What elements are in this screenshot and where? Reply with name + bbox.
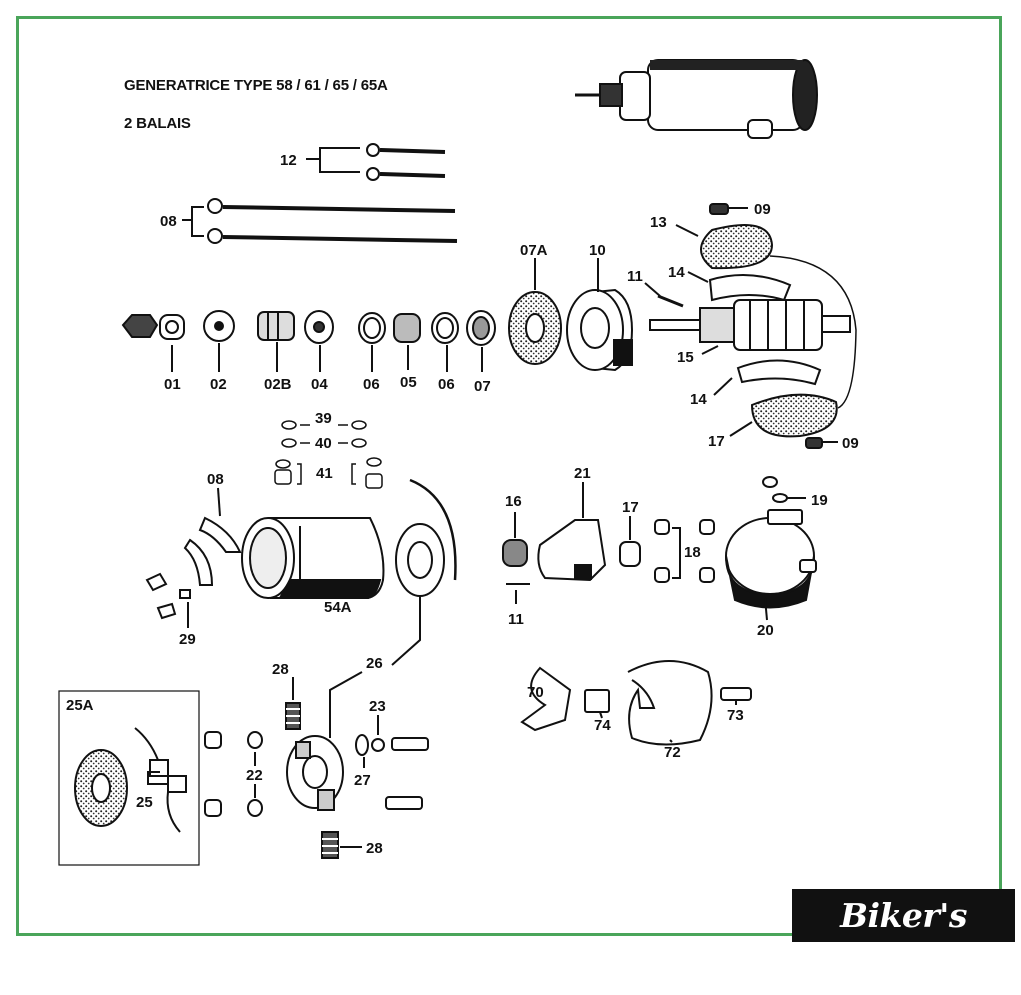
yoke-54A	[241, 517, 385, 599]
callout-25A: 25A	[66, 697, 94, 714]
diagram-frame	[16, 16, 1002, 936]
armature-assembly	[649, 203, 857, 449]
callout-16: 16	[505, 493, 522, 510]
diagram-subtitle: 2 BALAIS	[124, 115, 191, 132]
bracket-set-70-74-72-73	[520, 660, 752, 746]
callout-15: 15	[677, 349, 694, 366]
callout-06-second: 06	[438, 376, 455, 393]
leader-lines	[171, 207, 838, 848]
callout-08-bracket: 08	[207, 471, 224, 488]
callout-54A: 54A	[324, 599, 352, 616]
tie-rods-08	[182, 198, 458, 244]
spring-28-lower	[321, 831, 339, 859]
spring-28-upper	[285, 702, 301, 730]
callout-08: 08	[160, 213, 177, 230]
callout-70: 70	[527, 684, 544, 701]
callout-10: 10	[589, 242, 606, 259]
callout-22: 22	[246, 767, 263, 784]
callout-26: 26	[366, 655, 383, 672]
fiber-washer-07A	[508, 291, 562, 365]
diagram-title: GENERATRICE TYPE 58 / 61 / 65 / 65A	[124, 77, 388, 94]
callout-09: 09	[754, 201, 771, 218]
screws-23-27	[355, 715, 429, 810]
brush-plate-26-upper	[391, 478, 457, 666]
callout-28-lower: 28	[366, 840, 383, 857]
callout-74: 74	[594, 717, 611, 734]
callout-41: 41	[316, 465, 333, 482]
callout-01: 01	[164, 376, 181, 393]
generator-assembly	[575, 59, 818, 139]
callout-09-lower: 09	[842, 435, 859, 452]
callout-14-lower: 14	[690, 391, 707, 408]
callout-12: 12	[280, 152, 297, 169]
end-housing-10	[566, 288, 634, 372]
callout-21: 21	[574, 465, 591, 482]
callout-73: 73	[727, 707, 744, 724]
kit-25A-parts	[74, 727, 187, 833]
bracket-08-29	[145, 516, 242, 620]
callout-17: 17	[708, 433, 725, 450]
callout-07: 07	[474, 378, 491, 395]
callout-14: 14	[668, 264, 685, 281]
callout-39: 39	[315, 410, 332, 427]
brush-plate-26-lower	[286, 671, 363, 811]
callout-20: 20	[757, 622, 774, 639]
bolts-12	[306, 143, 446, 181]
commutator-end-parts	[502, 519, 715, 585]
exploded-parts-diagram: 12 08 09 13 07A 10 11 14 15 14 17 09 01 …	[58, 59, 859, 866]
callout-07A: 07A	[520, 242, 548, 259]
cover-band-20	[725, 476, 817, 609]
callout-72: 72	[664, 744, 681, 761]
callout-28: 28	[272, 661, 289, 678]
callout-27: 27	[354, 772, 371, 789]
store-logo: Biker's Store	[792, 889, 1015, 988]
callout-05: 05	[400, 374, 417, 391]
callout-06: 06	[363, 376, 380, 393]
callout-02B: 02B	[264, 376, 292, 393]
nuts-39-40-41	[274, 420, 383, 489]
front-parts-row	[121, 310, 496, 346]
callout-40: 40	[315, 435, 332, 452]
callout-11: 11	[627, 268, 643, 285]
callout-29: 29	[179, 631, 196, 648]
nuts-22	[204, 731, 263, 817]
callout-04: 04	[311, 376, 328, 393]
callout-18: 18	[684, 544, 701, 561]
callout-11-lower: 11	[508, 611, 524, 628]
callout-25: 25	[136, 794, 153, 811]
callout-19: 19	[811, 492, 828, 509]
key-11	[657, 294, 684, 308]
callout-23: 23	[369, 698, 386, 715]
callout-17-second: 17	[622, 499, 639, 516]
callout-02: 02	[210, 376, 227, 393]
callout-13: 13	[650, 214, 667, 231]
callout-labels: 12 08 09 13 07A 10 11 14 15 14 17 09 01 …	[66, 152, 859, 857]
